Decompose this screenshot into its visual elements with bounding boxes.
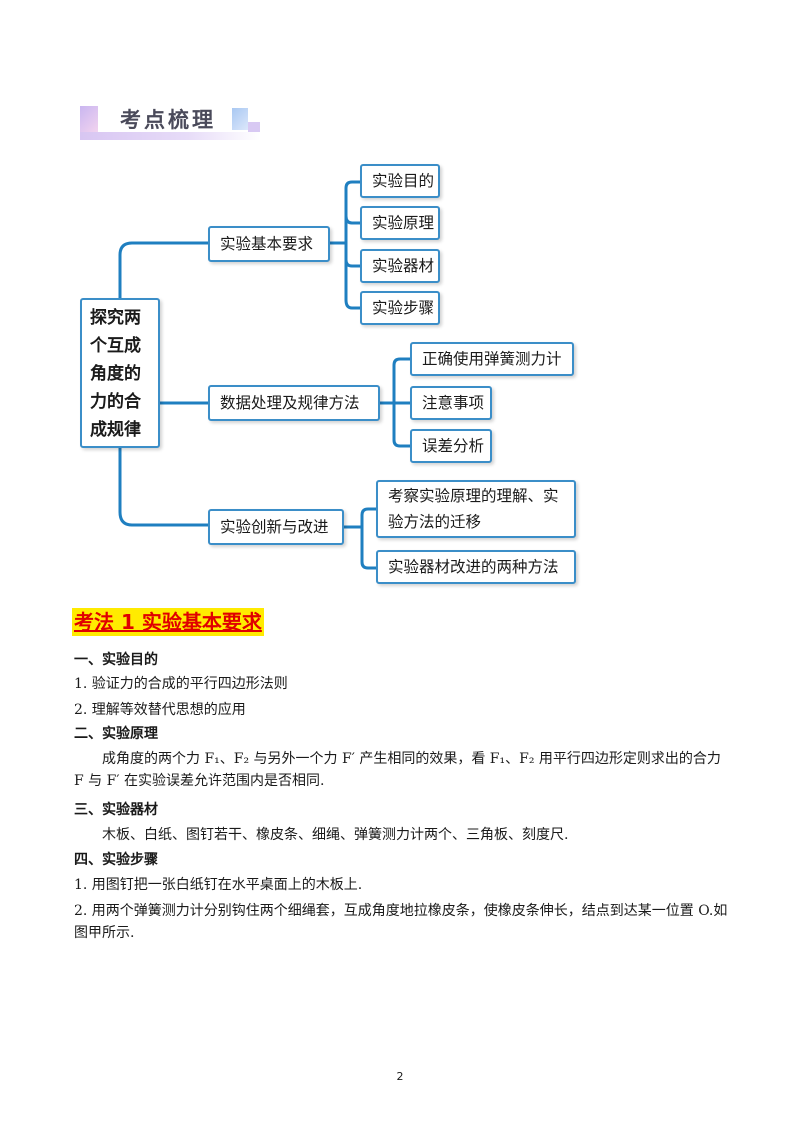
leaf-principle-understanding: 考察实验原理的理解、实验方法的迁移 [376,480,576,538]
mind-map-root: 探究两个互成角度的力的合成规律 [80,298,160,448]
leaf-error-analysis: 误差分析 [410,429,492,463]
branch-basic-requirements: 实验基本要求 [208,226,330,262]
branch-data-processing: 数据处理及规律方法 [208,385,380,421]
leaf-purpose: 实验目的 [360,164,440,198]
connector [344,241,362,268]
step-1: 1. 用图钉把一张白纸钉在水平桌面上的木板上. [74,877,363,893]
branch-innovation: 实验创新与改进 [208,509,344,545]
connector [344,180,362,245]
leaf-precautions: 注意事项 [410,386,492,420]
purpose-heading: 一、实验目的 [74,652,158,668]
connector [360,525,378,570]
principle-text: 成角度的两个力 F₁、F₂ 与另外一个力 F′ 产生相同的效果，看 F₁、F₂ … [74,751,721,789]
step-2: 2. 用两个弹簧测力计分别钩住两个细绳套，互成角度地拉橡皮条，使橡皮条伸长，结点… [74,903,728,941]
mind-map: 探究两个互成角度的力的合成规律 实验基本要求 实验目的 实验原理 实验器材 实验… [0,150,800,590]
banner-decoration [232,108,248,130]
purpose-item-2: 2. 理解等效替代思想的应用 [74,702,246,718]
purpose-item-1: 1. 验证力的合成的平行四边形法则 [74,676,288,692]
equipment-heading: 三、实验器材 [74,802,158,818]
section-title: 考法 1 实验基本要求 [72,608,264,636]
banner-decoration [80,106,98,132]
leaf-equipment: 实验器材 [360,249,440,283]
principle-heading: 二、实验原理 [74,726,158,742]
connector [344,215,362,245]
connector [344,241,362,310]
connector [392,401,412,448]
connector [360,507,378,529]
section-banner: 考点梳理 [80,104,260,140]
connector [392,357,412,405]
leaf-spring-scale-usage: 正确使用弹簧测力计 [410,342,574,376]
mind-map-connectors [118,180,412,570]
banner-underline [80,132,260,140]
equipment-text: 木板、白纸、图钉若干、橡皮条、细绳、弹簧测力计两个、三角板、刻度尺. [102,827,569,843]
connector [118,446,210,527]
leaf-steps: 实验步骤 [360,291,440,325]
steps-heading: 四、实验步骤 [74,852,158,868]
leaf-equipment-improvement: 实验器材改进的两种方法 [376,550,576,584]
banner-title: 考点梳理 [120,108,216,132]
leaf-principle: 实验原理 [360,206,440,240]
connector [118,241,210,300]
page-number: 2 [396,1070,404,1083]
